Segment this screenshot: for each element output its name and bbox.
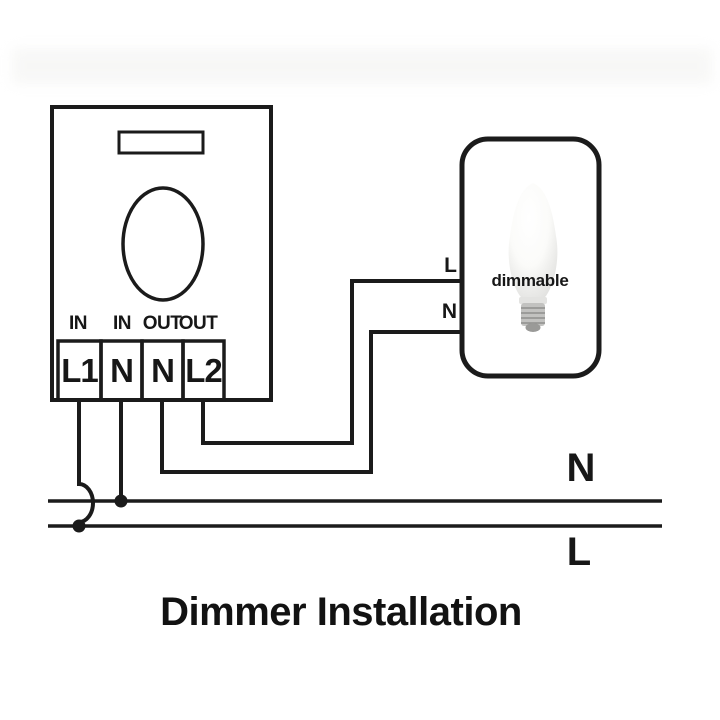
terminal-row-label-out-2: OUT [178, 313, 218, 334]
bulb-collar [519, 297, 547, 304]
live-junction-dot [72, 519, 86, 533]
terminal-label-l2: L2 [185, 351, 223, 389]
light-bulb-illustration [508, 183, 558, 332]
mains-lines [48, 499, 662, 528]
bulb-tip [525, 323, 541, 332]
wire-n-out-to-lamp [160, 330, 464, 474]
terminal-row-label-out-1: OUT [142, 313, 182, 334]
terminal-label-n-in: N [110, 351, 134, 389]
terminal-row-label-in-1: IN [69, 313, 88, 334]
lamp-live-label: L [444, 254, 457, 277]
dimmable-text: dimmable [491, 271, 569, 290]
terminal-label-n-out: N [151, 351, 175, 389]
mains-live-label: L [566, 530, 592, 574]
page-title: Dimmer Installation [160, 590, 522, 634]
terminal-label-l1: L1 [61, 351, 99, 389]
dimmer-slot [117, 130, 205, 155]
wire-l1-to-live [77, 400, 95, 525]
wire-l2-to-lamp [201, 279, 464, 445]
lamp-neutral-label: N [441, 300, 457, 323]
dimmer-knob [121, 186, 205, 302]
bulb-screw-threads [521, 307, 545, 324]
faint-artifact-band [12, 48, 712, 84]
bulb-glass [508, 183, 558, 300]
terminal-row-label-in-2: IN [113, 313, 132, 334]
mains-neutral-label: N [566, 446, 596, 490]
neutral-junction-dot [114, 494, 128, 508]
